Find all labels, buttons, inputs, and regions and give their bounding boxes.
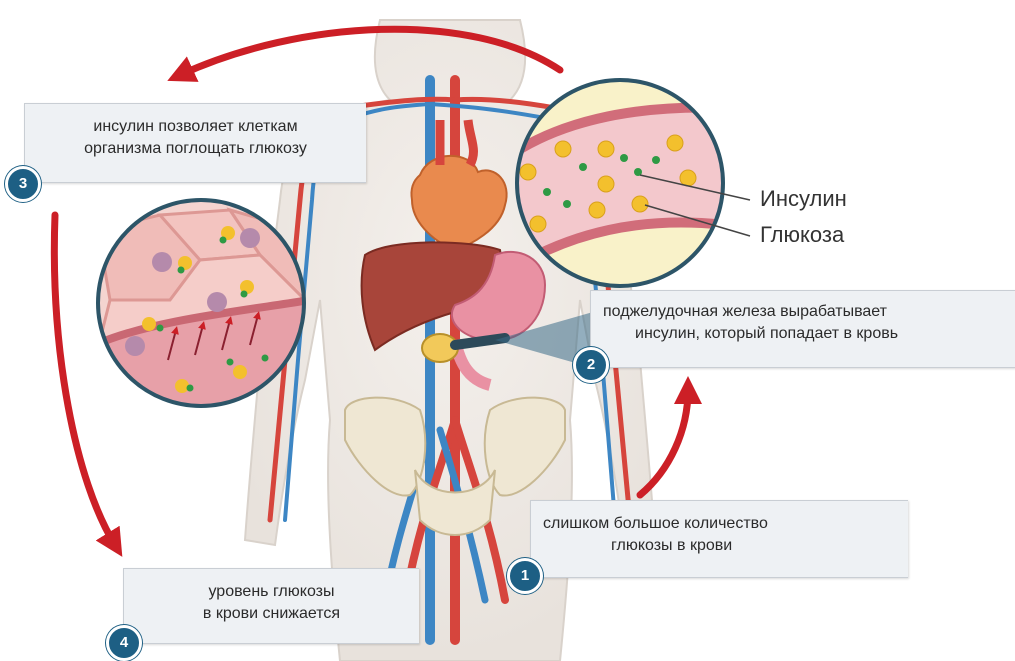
- callout-step-1: слишком большое количество глюкозы в кро…: [530, 500, 908, 578]
- callout-1-line-2: глюкозы в крови: [543, 535, 908, 557]
- insulin-legend-label: Инсулин: [760, 186, 847, 212]
- callout-step-4: уровень глюкозы в крови снижается: [123, 568, 419, 644]
- callout-4-line-2: в крови снижается: [124, 603, 419, 625]
- callout-4-line-1: уровень глюкозы: [124, 581, 419, 603]
- callout-3-line-1: инсулин позволяет клеткам: [25, 116, 366, 138]
- callout-3-line-2: организма поглощать глюкозу: [25, 138, 366, 160]
- step-3-badge: 3: [5, 166, 41, 202]
- step-4-badge: 4: [106, 625, 142, 661]
- glucose-legend-label: Глюкоза: [760, 222, 844, 248]
- step-2-badge: 2: [573, 347, 609, 383]
- step-1-badge: 1: [507, 558, 543, 594]
- callout-2-line-1: поджелудочная железа вырабатывает: [603, 301, 1015, 323]
- callout-2-line-2: инсулин, который попадает в кровь: [603, 323, 1015, 345]
- callout-step-3: инсулин позволяет клеткам организма погл…: [24, 103, 366, 183]
- callout-1-line-1: слишком большое количество: [543, 513, 908, 535]
- callout-step-2: поджелудочная железа вырабатывает инсули…: [590, 290, 1015, 368]
